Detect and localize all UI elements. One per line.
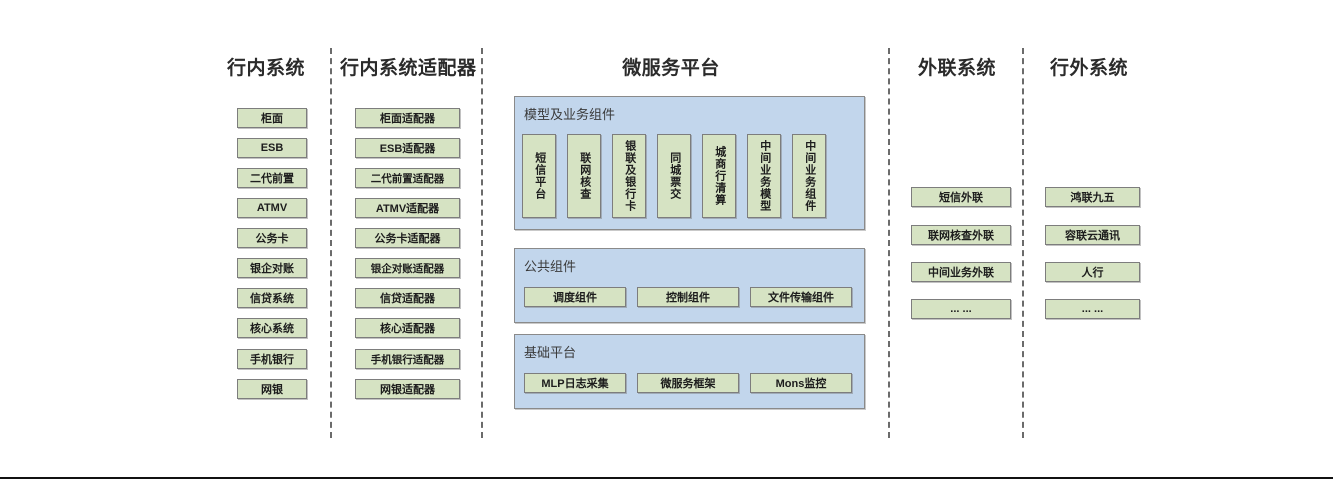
column-title-outside-bank-systems: 行外系统 xyxy=(1049,58,1128,79)
column-divider-1 xyxy=(330,48,332,438)
node-base-platform-component[interactable]: MLP日志采集 xyxy=(524,373,626,393)
node-business-component[interactable]: 城商行清算 xyxy=(702,134,736,218)
node-public-component[interactable]: 调度组件 xyxy=(524,287,626,307)
node-outside-bank-system[interactable]: 鸿联九五 xyxy=(1045,187,1140,207)
node-internal-adapter[interactable]: 信贷适配器 xyxy=(355,288,460,308)
node-internal-system[interactable]: 信贷系统 xyxy=(237,288,307,308)
node-business-component[interactable]: 银联及银行卡 xyxy=(612,134,646,218)
node-internal-system[interactable]: 银企对账 xyxy=(237,258,307,278)
node-public-component[interactable]: 控制组件 xyxy=(637,287,739,307)
node-business-component[interactable]: 短信平台 xyxy=(522,134,556,218)
node-internal-adapter[interactable]: 公务卡适配器 xyxy=(355,228,460,248)
node-internal-system[interactable]: 网银 xyxy=(237,379,307,399)
node-base-platform-component[interactable]: 微服务框架 xyxy=(637,373,739,393)
node-internal-system[interactable]: 核心系统 xyxy=(237,318,307,338)
node-outside-bank-system[interactable]: 容联云通讯 xyxy=(1045,225,1140,245)
node-outside-bank-system[interactable]: ... ... xyxy=(1045,299,1140,319)
node-internal-system[interactable]: 二代前置 xyxy=(237,168,307,188)
node-business-component[interactable]: 中间业务组件 xyxy=(792,134,826,218)
column-title-microservice-platform: 微服务平台 xyxy=(622,58,720,79)
node-internal-adapter[interactable]: 柜面适配器 xyxy=(355,108,460,128)
node-internal-system[interactable]: ATMV xyxy=(237,198,307,218)
column-divider-4 xyxy=(1022,48,1024,438)
panel-label-model-and-business-components: 模型及业务组件 xyxy=(524,107,616,122)
column-title-internal-adapters: 行内系统适配器 xyxy=(340,58,477,79)
node-base-platform-component[interactable]: Mons监控 xyxy=(750,373,852,393)
node-internal-system[interactable]: 公务卡 xyxy=(237,228,307,248)
panel-base-platform xyxy=(514,334,865,409)
node-outside-bank-system[interactable]: 人行 xyxy=(1045,262,1140,282)
panel-label-base-platform: 基础平台 xyxy=(524,345,577,360)
column-title-external-link-systems: 外联系统 xyxy=(917,58,996,79)
node-internal-adapter[interactable]: 手机银行适配器 xyxy=(355,349,460,369)
node-internal-system[interactable]: 柜面 xyxy=(237,108,307,128)
node-internal-adapter[interactable]: 核心适配器 xyxy=(355,318,460,338)
node-internal-adapter[interactable]: ESB适配器 xyxy=(355,138,460,158)
node-internal-adapter[interactable]: ATMV适配器 xyxy=(355,198,460,218)
node-internal-adapter[interactable]: 网银适配器 xyxy=(355,379,460,399)
panel-label-public-components: 公共组件 xyxy=(524,259,577,274)
node-business-component[interactable]: 联网核查 xyxy=(567,134,601,218)
node-business-component[interactable]: 同城票交 xyxy=(657,134,691,218)
bottom-frame-rule xyxy=(0,477,1333,479)
node-internal-system[interactable]: ESB xyxy=(237,138,307,158)
node-public-component[interactable]: 文件传输组件 xyxy=(750,287,852,307)
column-divider-2 xyxy=(481,48,483,438)
node-external-link-system[interactable]: ... ... xyxy=(911,299,1011,319)
column-divider-3 xyxy=(888,48,890,438)
node-business-component[interactable]: 中间业务模型 xyxy=(747,134,781,218)
node-internal-adapter[interactable]: 银企对账适配器 xyxy=(355,258,460,278)
node-internal-adapter[interactable]: 二代前置适配器 xyxy=(355,168,460,188)
node-internal-system[interactable]: 手机银行 xyxy=(237,349,307,369)
panel-public-components xyxy=(514,248,865,323)
node-external-link-system[interactable]: 中间业务外联 xyxy=(911,262,1011,282)
node-external-link-system[interactable]: 短信外联 xyxy=(911,187,1011,207)
column-title-internal-systems: 行内系统 xyxy=(226,58,305,79)
node-external-link-system[interactable]: 联网核查外联 xyxy=(911,225,1011,245)
